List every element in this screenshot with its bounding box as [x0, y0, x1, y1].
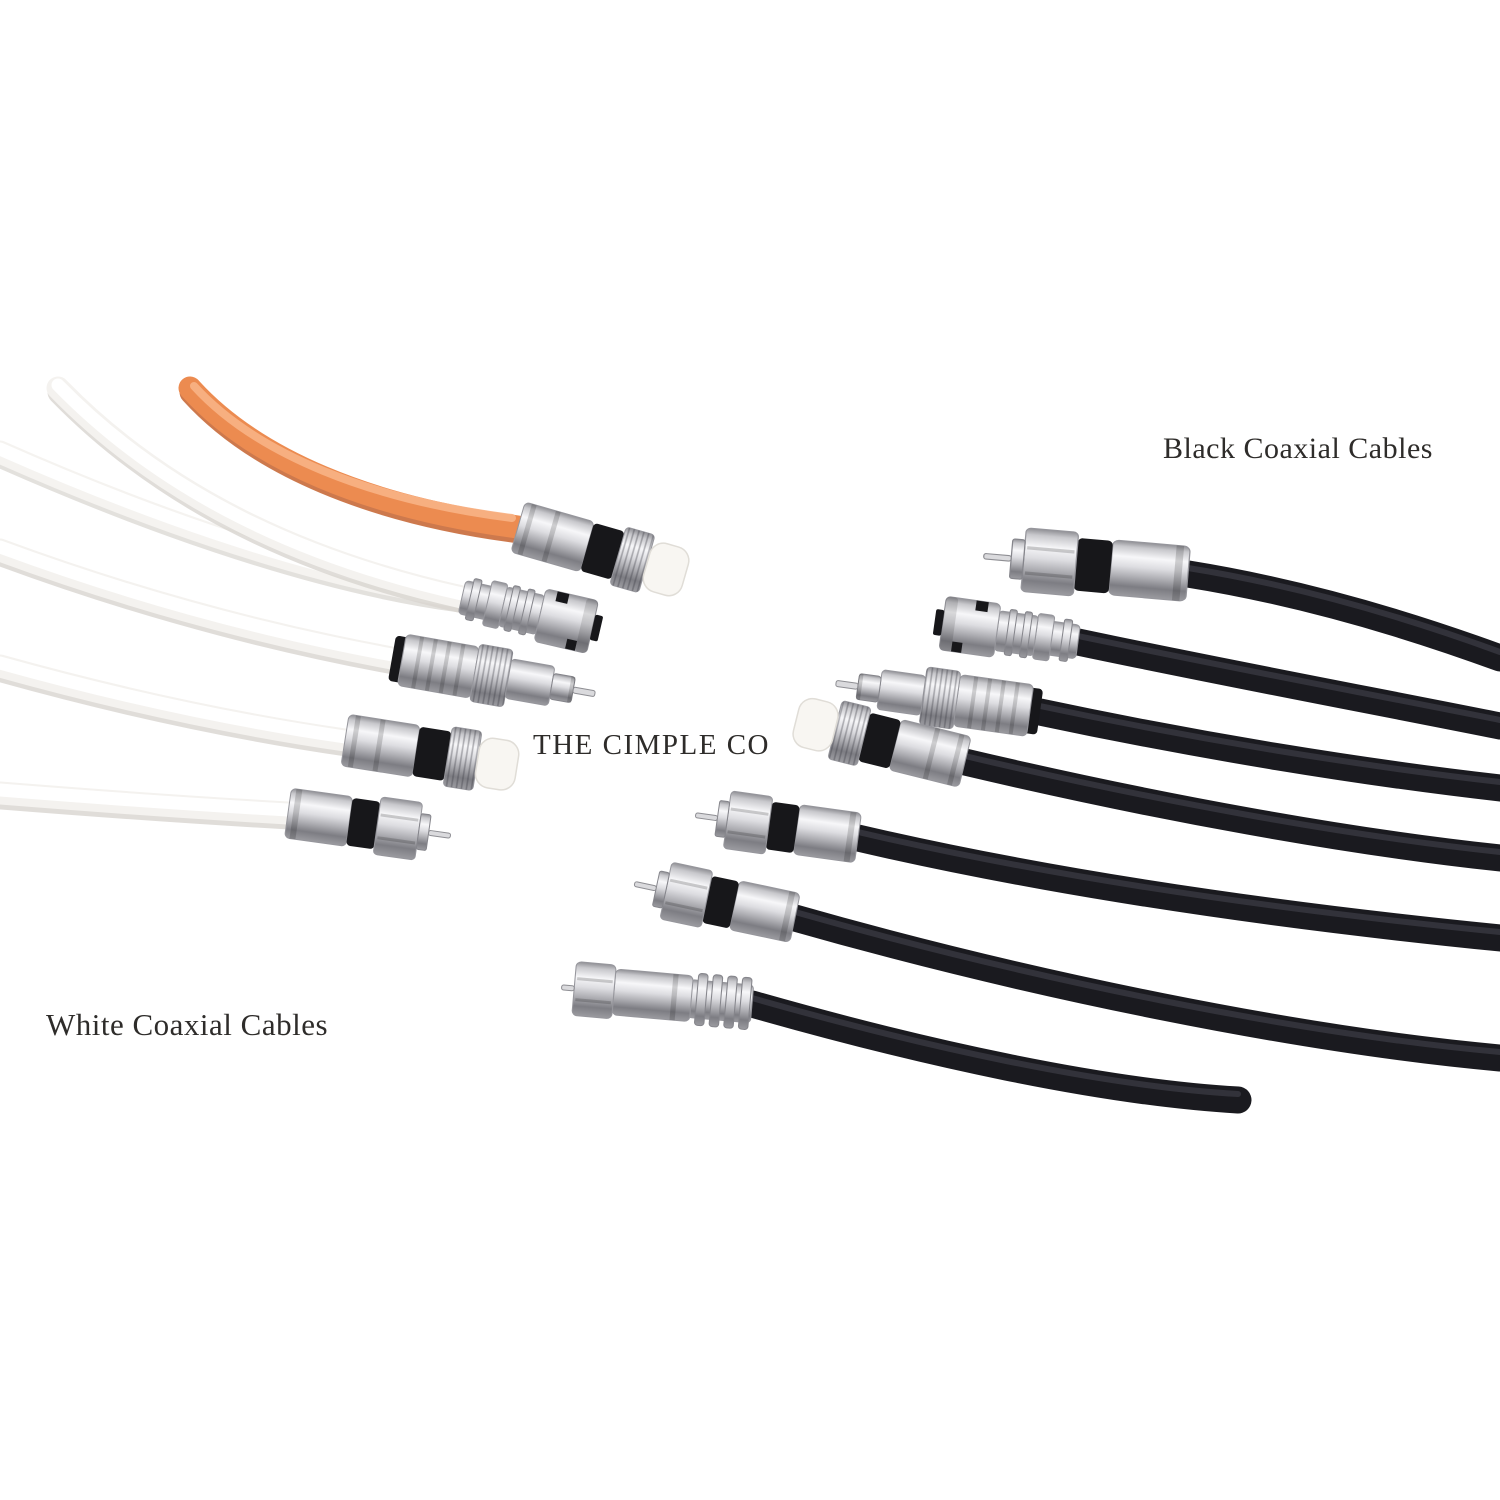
f-connector-white-cap	[339, 709, 523, 798]
f-connector	[627, 854, 803, 948]
black-cable-1	[979, 522, 1500, 672]
brand-text: THE CIMPLE CO	[533, 729, 770, 761]
black-cable-group	[557, 522, 1500, 1114]
white-cable-f-cap	[0, 654, 360, 757]
black-cable-6	[627, 854, 1500, 1072]
f-connector	[282, 782, 456, 867]
white-cable-f-hex	[0, 781, 303, 830]
white-cables-label: White Coaxial Cables	[46, 1007, 329, 1042]
black-cable-3	[831, 654, 1500, 802]
white-cable-bnc	[46, 376, 477, 614]
f-connector-white-cap-orange	[508, 497, 695, 605]
white-cable-group	[0, 376, 695, 867]
black-cables-label: Black Coaxial Cables	[1163, 432, 1433, 465]
black-cable-7	[557, 958, 1252, 1114]
white-cable-rca	[0, 538, 407, 675]
orange-cable	[178, 376, 533, 544]
f-connector	[690, 784, 864, 869]
bnc-connector	[930, 594, 1083, 670]
black-cable-5	[690, 784, 1500, 952]
f-connector	[979, 522, 1193, 608]
black-cable-2	[930, 594, 1500, 740]
bnc-connector	[455, 570, 607, 656]
black-cable-4	[788, 690, 1500, 872]
f-connector-ridged	[557, 958, 756, 1033]
